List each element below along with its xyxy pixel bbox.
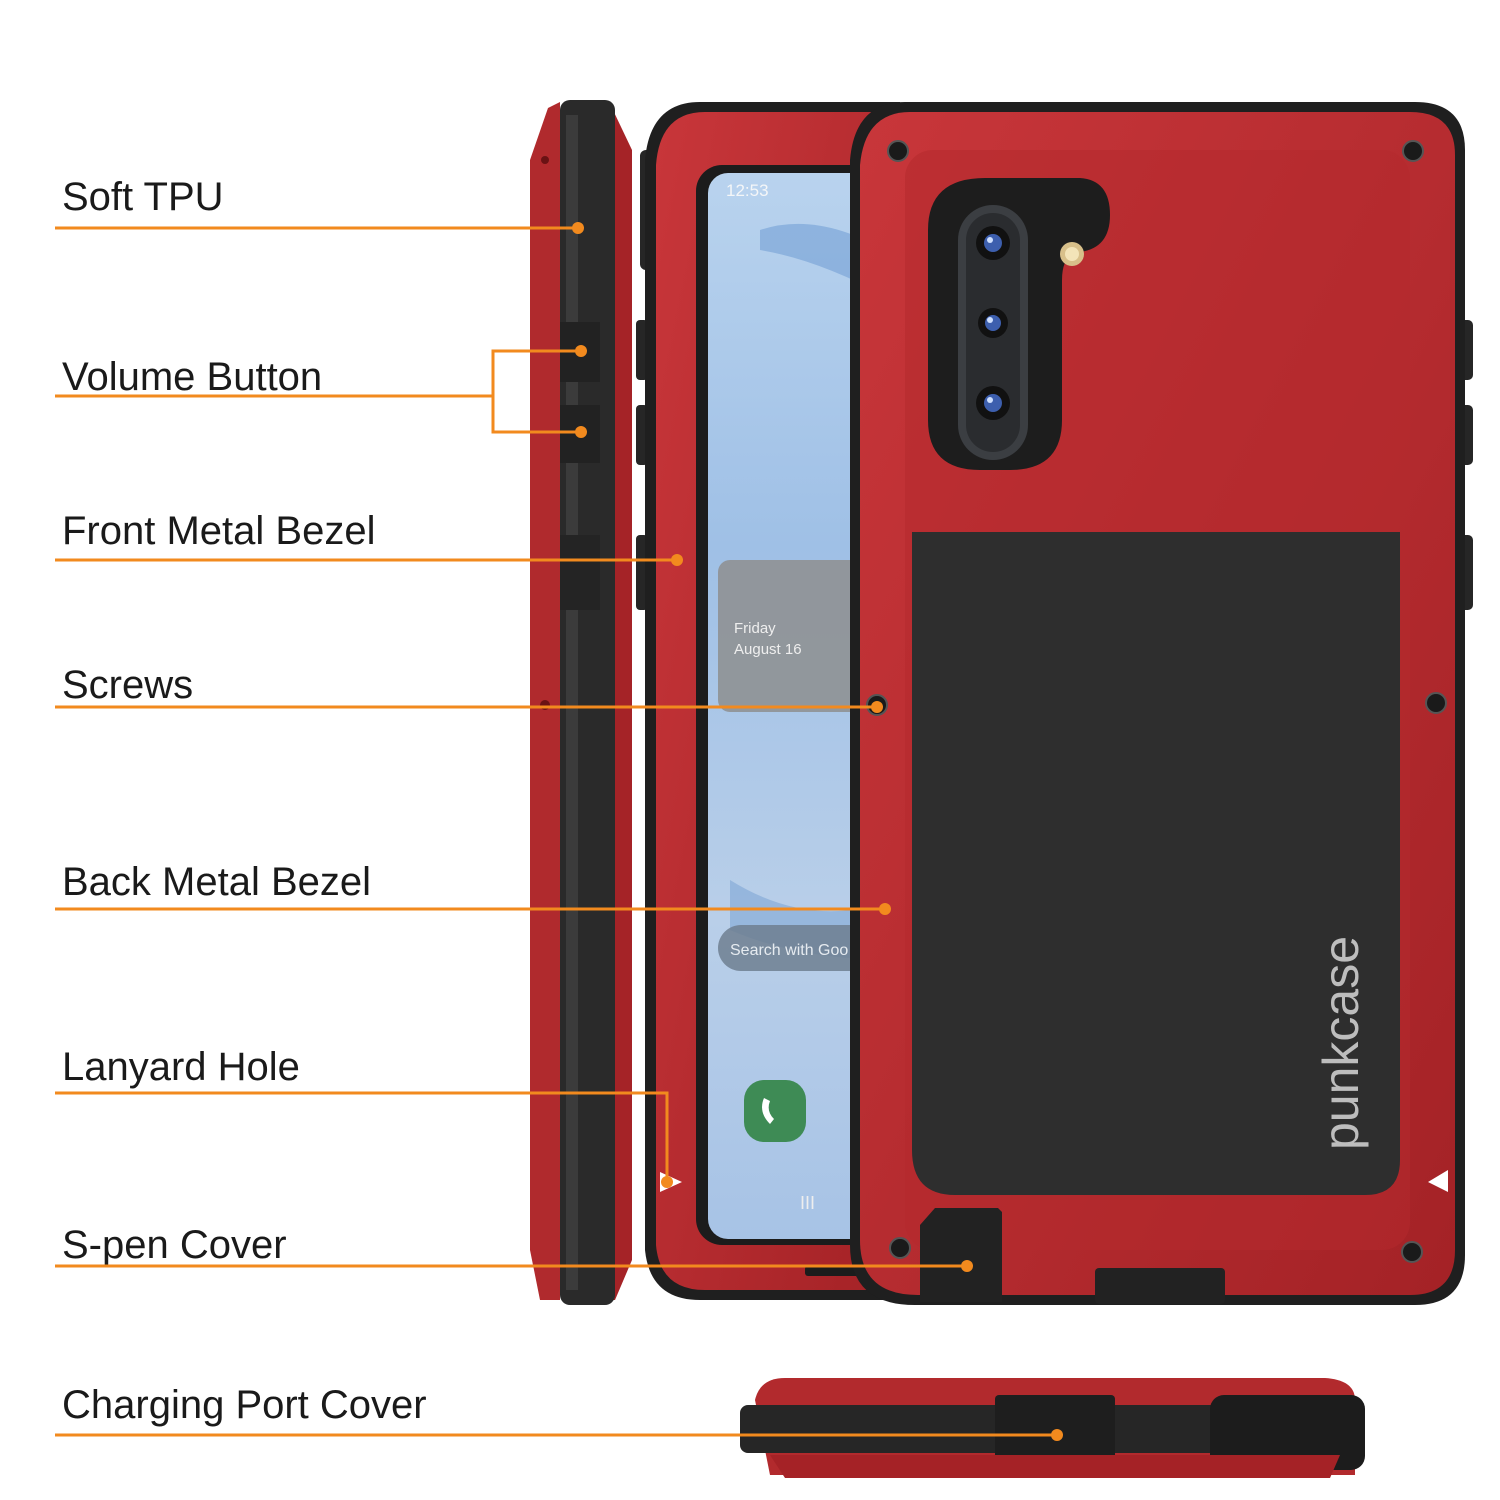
callout-lines bbox=[55, 226, 1057, 1437]
punkcase-logo: punkcase bbox=[1313, 936, 1369, 1150]
side-view-case bbox=[530, 100, 632, 1305]
label-s-pen-cover: S-pen Cover bbox=[62, 1223, 287, 1267]
callout-dots bbox=[572, 222, 1063, 1441]
label-screws: Screws bbox=[62, 663, 194, 707]
s-pen-cover-flap bbox=[920, 1208, 1002, 1302]
screen-date-full: August 16 bbox=[734, 641, 802, 658]
screen-search-text: Search with Goo bbox=[730, 942, 848, 959]
phone-app-icon bbox=[744, 1080, 806, 1142]
label-volume-button: Volume Button bbox=[62, 355, 323, 399]
label-charging-port-cover: Charging Port Cover bbox=[62, 1383, 427, 1427]
label-back-metal-bezel: Back Metal Bezel bbox=[62, 860, 372, 904]
back-view-case: punkcase bbox=[850, 102, 1473, 1305]
screen-date-day: Friday bbox=[734, 620, 776, 637]
label-soft-tpu: Soft TPU bbox=[62, 175, 224, 219]
label-lanyard-hole: Lanyard Hole bbox=[62, 1045, 300, 1089]
screen-nav-glyph: III bbox=[800, 1193, 815, 1213]
bottom-view-case bbox=[740, 1378, 1365, 1478]
label-front-metal-bezel: Front Metal Bezel bbox=[62, 509, 376, 553]
screw-icons bbox=[866, 140, 1447, 1263]
screen-search-bar bbox=[718, 925, 893, 971]
screen-time: 12:53 bbox=[726, 181, 769, 200]
